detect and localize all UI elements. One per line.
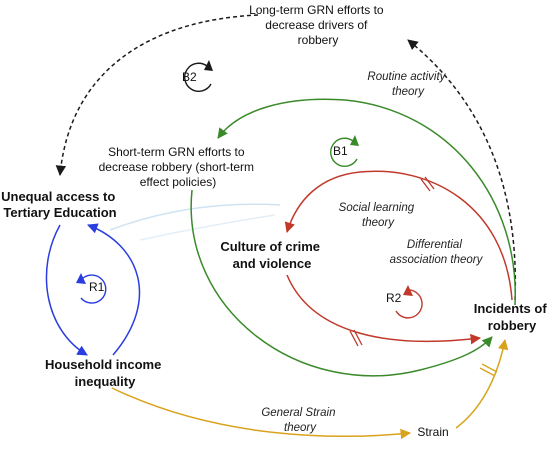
node-strain-line-1: Strain [417,425,448,439]
link-household-to-strain [111,387,412,440]
node-unequal-access: Unequal access to Tertiary Education [1,189,119,220]
link-household-to-unequal [87,223,141,356]
node-incidents-line-2: robbery [488,318,537,333]
theory-general-strain: General Strain theory [261,407,338,434]
faint-arc [139,214,276,241]
node-long-term-grn-line-3: robbery [298,33,339,47]
theory-differential-association: Differential association theory [390,239,484,266]
faint-arc [109,203,281,231]
node-strain: Strain [417,425,448,439]
node-unequal-access-line-1: Unequal access to [1,189,115,204]
node-culture-of-crime-line-2: and violence [233,256,312,271]
theory-general-strain-line-2: theory [284,422,317,434]
theory-social-learning: Social learning theory [339,202,418,229]
delay-mark-red-bottom [349,329,363,347]
loop-r1-label: R1 [89,280,105,294]
loop-r2-symbol: R2 [386,285,423,319]
node-incidents-line-1: Incidents of [474,301,548,316]
loop-r2-label: R2 [386,291,402,305]
link-shortterm-to-incidents [190,189,493,377]
link-culture-to-incidents [286,274,482,345]
link-incidents-to-shortterm [217,98,516,306]
theory-routine-activity-line-1: Routine activity [367,71,446,83]
loop-b2-label: B2 [182,70,197,84]
node-culture-of-crime: Culture of crime and violence [220,239,323,271]
theory-social-learning-line-2: theory [362,217,395,229]
link-strain-to-incidents [455,338,509,429]
theory-differential-association-line-2: association theory [390,254,484,266]
node-long-term-grn-line-1: Long-term GRN efforts to [249,3,384,17]
node-household-income-line-1: Household income [45,357,161,372]
loop-r1-symbol: R1 [76,273,107,304]
delay-mark-red-top [420,176,435,192]
theory-general-strain-line-1: General Strain [261,407,335,419]
theory-routine-activity-line-2: theory [392,86,425,98]
link-unequal-to-household [45,224,88,356]
theory-routine-activity: Routine activity theory [367,71,448,98]
theory-differential-association-line-1: Differential [407,239,462,251]
node-unequal-access-line-2: Tertiary Education [3,205,116,220]
node-short-term-grn: Short-term GRN efforts to decrease robbe… [99,145,258,189]
node-short-term-grn-line-2: decrease robbery (short-term [99,160,254,174]
node-culture-of-crime-line-1: Culture of crime [220,239,320,254]
loop-b1-label: B1 [333,144,348,158]
link-incidents-to-longterm [407,39,517,301]
node-household-income: Household income inequality [45,357,165,389]
loop-b2-symbol: B2 [182,60,213,92]
node-long-term-grn: Long-term GRN efforts to decrease driver… [249,3,387,47]
link-incidents-to-culture [284,170,513,301]
node-incidents-of-robbery: Incidents of robbery [474,301,550,333]
delay-mark-orange [479,363,498,377]
theory-social-learning-line-1: Social learning [339,202,415,214]
loop-b1-symbol: B1 [330,135,359,167]
node-long-term-grn-line-2: decrease drivers of [265,18,368,32]
node-short-term-grn-line-3: effect policies) [140,175,216,189]
node-short-term-grn-line-1: Short-term GRN efforts to [108,145,245,159]
node-household-income-line-2: inequality [75,374,136,389]
